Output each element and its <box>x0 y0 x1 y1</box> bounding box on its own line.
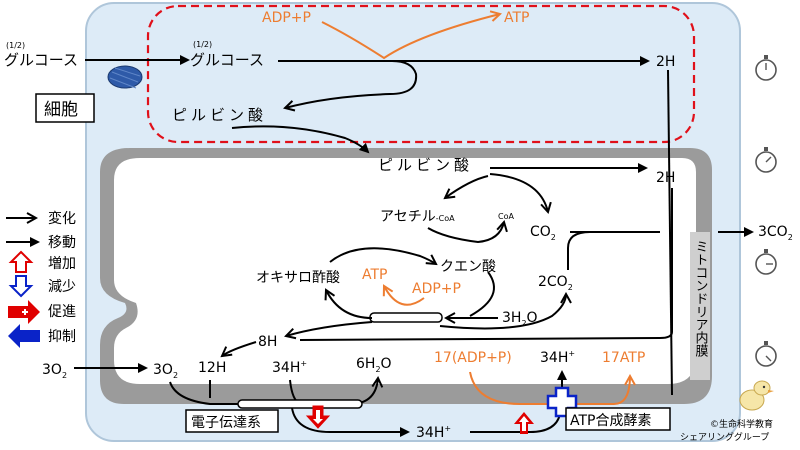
co2-a: CO2 <box>530 224 556 242</box>
synthase-orange-flow <box>469 371 630 405</box>
h34-etc: 34H+ <box>272 359 307 376</box>
stopwatch-icon <box>755 341 777 367</box>
adp17: 17(ADP+P) <box>434 350 512 366</box>
citrate-to-cycle <box>469 271 495 317</box>
atp17: 17ATP <box>602 350 645 366</box>
water-3h2o: 3H2O <box>502 310 538 328</box>
h34-intermembrane: 34H+ <box>416 424 451 441</box>
mito-adp-p: ADP+P <box>412 281 461 297</box>
h2o-6: 6H2O <box>356 356 392 374</box>
co2-b: 2CO2 <box>538 274 573 292</box>
legend-promote: 促進 <box>48 304 76 320</box>
legend-move: 移動 <box>48 235 76 251</box>
cell-label-box <box>35 93 95 123</box>
etc-label: 電子伝達系 <box>191 415 261 431</box>
mito-2h: 2H <box>656 170 675 186</box>
legend-inhibit-icon <box>8 324 40 348</box>
h34-to-synthase <box>470 413 561 433</box>
inner-membrane-label: ミトコンドリア内膜 <box>690 232 710 380</box>
legend-decrease-icon <box>8 275 34 298</box>
legend: 変化 移動 増加 減少 促進 抑制 <box>6 210 76 348</box>
cytoplasm-region <box>146 4 696 144</box>
h8-to-etc <box>222 341 257 356</box>
h34-top: 34H+ <box>540 349 575 366</box>
cycle-to-8h <box>286 321 373 336</box>
citrate: クエン酸 <box>440 259 496 275</box>
mito-atp-arrow <box>384 286 425 306</box>
cyto-pyruvate: ピルビン酸 <box>172 106 267 124</box>
credit-line1: ©生命科学教育 <box>710 418 773 430</box>
cell-label: 細胞 <box>44 100 78 120</box>
h34-pump <box>291 407 410 437</box>
stopwatch-icon <box>755 147 777 173</box>
cyto-h-to-mito <box>667 69 673 396</box>
pyruvate-to-acetyl <box>445 175 489 198</box>
glycolysis-arrow <box>285 60 418 108</box>
oxaloacetate: オキサロ酢酸 <box>256 270 340 286</box>
cyto-2h: 2H <box>656 54 675 70</box>
cycle-bar <box>369 312 443 323</box>
etc-label-box <box>185 409 279 433</box>
stopwatch-icon <box>755 249 777 275</box>
outside-o2: 3O2 <box>42 362 67 380</box>
legend-change: 変化 <box>48 210 76 227</box>
cycle-to-oxaloacetate <box>326 290 373 319</box>
cyto-adp-p: ADP+P <box>262 10 311 26</box>
mito-2h-route <box>299 188 673 341</box>
acetyl-coa: アセチル-CoA <box>380 209 455 225</box>
coa: CoA <box>498 212 514 221</box>
glucose-outside-coef: (1/2) <box>6 41 25 50</box>
synthase-label-box <box>565 407 671 431</box>
credit-line2: シェアリンググループ <box>680 431 769 443</box>
legend-inhibit: 抑制 <box>48 329 76 345</box>
etc-bar <box>237 399 363 409</box>
glucose-outside: グルコース <box>4 51 78 69</box>
mito-o2: 3O2 <box>153 362 178 380</box>
mascot-icon <box>739 380 774 411</box>
legend-increase-icon <box>8 250 34 273</box>
pyruvate-to-co2 <box>489 173 548 212</box>
glucose-inside-coef: (1/2) <box>193 40 212 49</box>
cycle-to-co2b <box>439 294 566 330</box>
glucose-inside: グルコース <box>190 51 264 69</box>
h12: 12H <box>198 360 226 376</box>
mito-atp: ATP <box>362 267 387 283</box>
acetyl-to-citrate <box>329 247 436 264</box>
co2b-to-exit <box>567 231 591 270</box>
legend-decrease: 減少 <box>48 278 76 295</box>
mitochondrion-matrix <box>114 158 696 384</box>
outside-co2: 3CO2 <box>758 224 793 242</box>
synthase-label: ATP合成酵素 <box>570 413 651 429</box>
coa-return <box>427 222 504 244</box>
cyto-atp-arrow <box>321 14 500 60</box>
pyruvate-transport-arrow <box>231 125 370 154</box>
h8: 8H <box>258 334 277 350</box>
legend-increase: 増加 <box>48 256 76 272</box>
cyto-atp: ATP <box>504 10 529 26</box>
svg-text:ミトコンドリア内膜: ミトコンドリア内膜 <box>693 240 709 357</box>
stopwatch-icon <box>755 55 777 81</box>
mito-pyruvate: ピルビン酸 <box>378 156 473 174</box>
